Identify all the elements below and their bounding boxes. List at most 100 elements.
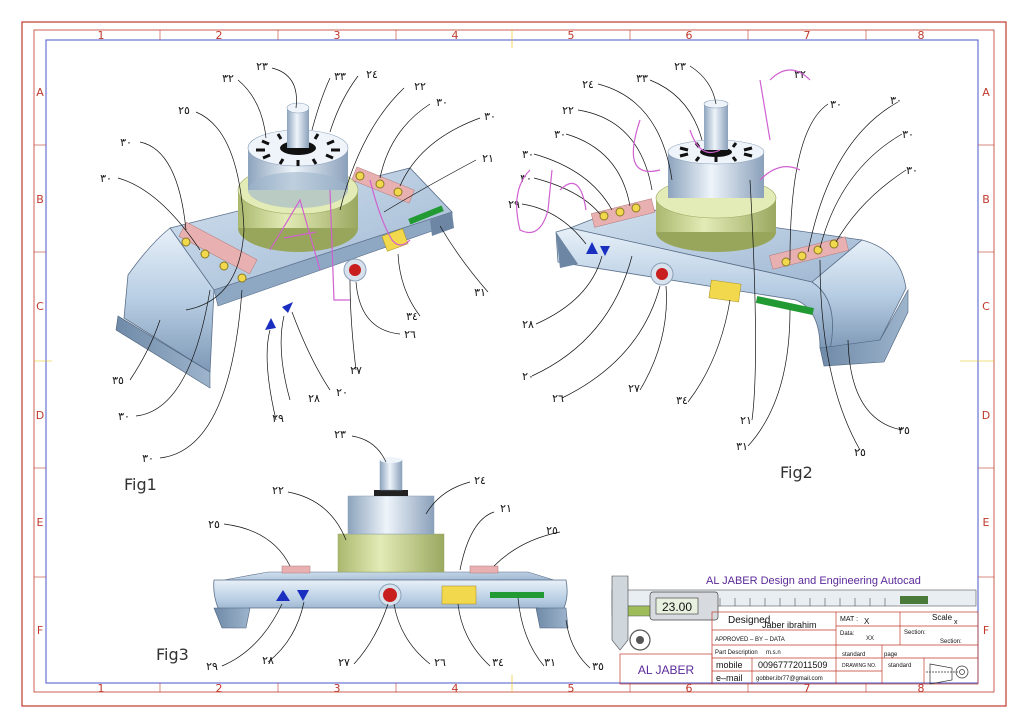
- company-header: AL JABER Design and Engineering Autocad: [706, 575, 921, 587]
- arrow-down: [600, 246, 610, 256]
- callout-label: ٢٥: [178, 104, 190, 117]
- designed-label: Designed: [728, 615, 770, 626]
- zone-col-label: 5: [568, 682, 575, 695]
- callout-label: ٣٠: [902, 128, 914, 141]
- callout-label: ٣٢: [222, 72, 234, 85]
- callout-label: ٣٠: [890, 94, 902, 107]
- display-window: [441, 585, 477, 605]
- zone-rows-left: A B C D E F: [36, 86, 44, 637]
- zone-row-label: E: [37, 516, 44, 529]
- callout-label: ٣١: [474, 286, 486, 299]
- zone-row-label: D: [982, 409, 990, 422]
- designer-name: Jaber ibrahim: [762, 620, 817, 630]
- arrow-down: [282, 302, 293, 313]
- callout-label: ٢٢: [272, 484, 284, 497]
- callout-label: ٢٩: [508, 198, 520, 211]
- callout-label: ٣٣: [636, 72, 648, 85]
- callout-label: ٢٨: [522, 318, 534, 331]
- shaft: [704, 104, 728, 150]
- callout-label: ٢٧: [628, 382, 640, 395]
- base-foot-right: [535, 607, 569, 629]
- part-description-label: Part Description: [715, 650, 758, 656]
- callout-label: ٣٠: [120, 136, 132, 149]
- arrow-down: [297, 590, 309, 601]
- push-button: [656, 268, 668, 280]
- zone-col-label: 2: [216, 682, 223, 695]
- callout-label: ٢١: [500, 502, 512, 515]
- shaft: [379, 459, 403, 491]
- callout-label: ٢٢: [414, 80, 426, 93]
- callout-label: ٣٠: [520, 172, 532, 185]
- pad: [469, 565, 499, 574]
- callout-label: ٣٠: [830, 98, 842, 111]
- callout-label: ٢٥: [208, 518, 220, 531]
- callout-label: ٣٤: [676, 394, 688, 407]
- callout-label: ٢٧: [338, 656, 350, 669]
- bolt: [393, 187, 403, 197]
- part-description-value: m.s.n: [766, 650, 781, 656]
- callouts-fig2: ٢٣ ٣٢ ٣٣ ٢٤ ٢٢ ٣٠ ٣٠ ٣٠ ٢٩ ٣٠ ٣٠ ٣٠ ٣٠ ٢…: [508, 60, 918, 459]
- callout-label: ٢٤: [366, 68, 378, 81]
- drum-bottom: [248, 172, 348, 208]
- figure-1: ٢٣ ٣٢ ٣٣ ٢٤ ٢٢ ٢٥ ٣٠ ٣٠ ٣٠ ٣٠ ٢١ ٣١ ٣٤ ٢…: [100, 60, 496, 494]
- base-foot: [115, 315, 211, 389]
- caliper-reading: 23.00: [662, 600, 692, 614]
- callout-label: ٢٩: [206, 660, 218, 673]
- section-label-2: Section:: [940, 639, 962, 645]
- green-strip: [755, 296, 814, 315]
- callout-label: ٣٠: [906, 164, 918, 177]
- zone-col-label: 4: [452, 29, 459, 42]
- title-block: 23.00 AL JABER Design and Engineering Au…: [611, 575, 979, 685]
- pad: [178, 221, 258, 275]
- callout-label: ٣٠: [522, 148, 534, 161]
- callout-label: ٢٦: [404, 328, 416, 341]
- base-foot: [819, 288, 909, 367]
- callout-label: ٣٠: [118, 410, 130, 423]
- bolt: [615, 207, 625, 217]
- scale-label: Scale: [932, 613, 953, 622]
- callout-label: ٢٥: [546, 524, 558, 537]
- push-button: [349, 264, 361, 276]
- callout-label: ٢٧: [350, 364, 362, 377]
- callout-label: ٢٠: [336, 386, 348, 399]
- bolt: [355, 171, 365, 181]
- bolt: [797, 251, 807, 261]
- base-top: [223, 571, 555, 581]
- callout-label: ٣٥: [898, 424, 910, 437]
- arrow-up: [586, 242, 598, 254]
- caliper-display: [655, 597, 699, 615]
- callout-label: ٣٤: [406, 310, 418, 323]
- handwriting-watermark: [269, 179, 411, 301]
- zone-row-label: C: [982, 300, 990, 313]
- shaft-top: [286, 102, 310, 114]
- base-foot-left: [213, 607, 251, 629]
- display-window: [708, 279, 742, 303]
- drawing-number-label: DRAWING NO.: [842, 663, 876, 669]
- zone-row-label: F: [983, 624, 989, 637]
- figure-label: Fig3: [156, 645, 189, 664]
- callout-label: ٣٥: [592, 660, 604, 673]
- callout-label: ٢٤: [582, 78, 594, 91]
- shaft: [287, 108, 309, 148]
- zone-col-label: 6: [686, 29, 693, 42]
- zone-col-label: 6: [686, 682, 693, 695]
- zone-col-label: 4: [452, 682, 459, 695]
- callout-label: ٣٠: [142, 452, 154, 465]
- leader-lines: [117, 67, 489, 459]
- callout-label: ٣٢: [794, 68, 806, 81]
- mobile-label: mobile: [716, 660, 743, 670]
- zone-col-label: 1: [98, 29, 105, 42]
- zone-col-label: 1: [98, 682, 105, 695]
- zone-col-label: 3: [334, 29, 341, 42]
- callout-label: ٢٠: [522, 370, 534, 383]
- zone-col-label: 5: [568, 29, 575, 42]
- callout-label: ٢٢: [562, 104, 574, 117]
- callout-label: ٣٥: [112, 374, 124, 387]
- callout-label: ٢١: [740, 414, 752, 427]
- email-label: e–mail: [716, 673, 743, 683]
- zone-columns-bottom: 1 2 3 4 5 6 7 8: [98, 682, 925, 695]
- zone-ticks: [34, 30, 994, 692]
- zone-row-label: A: [36, 86, 44, 99]
- shaft-top: [380, 457, 402, 463]
- mat-label: MAT :: [840, 616, 858, 623]
